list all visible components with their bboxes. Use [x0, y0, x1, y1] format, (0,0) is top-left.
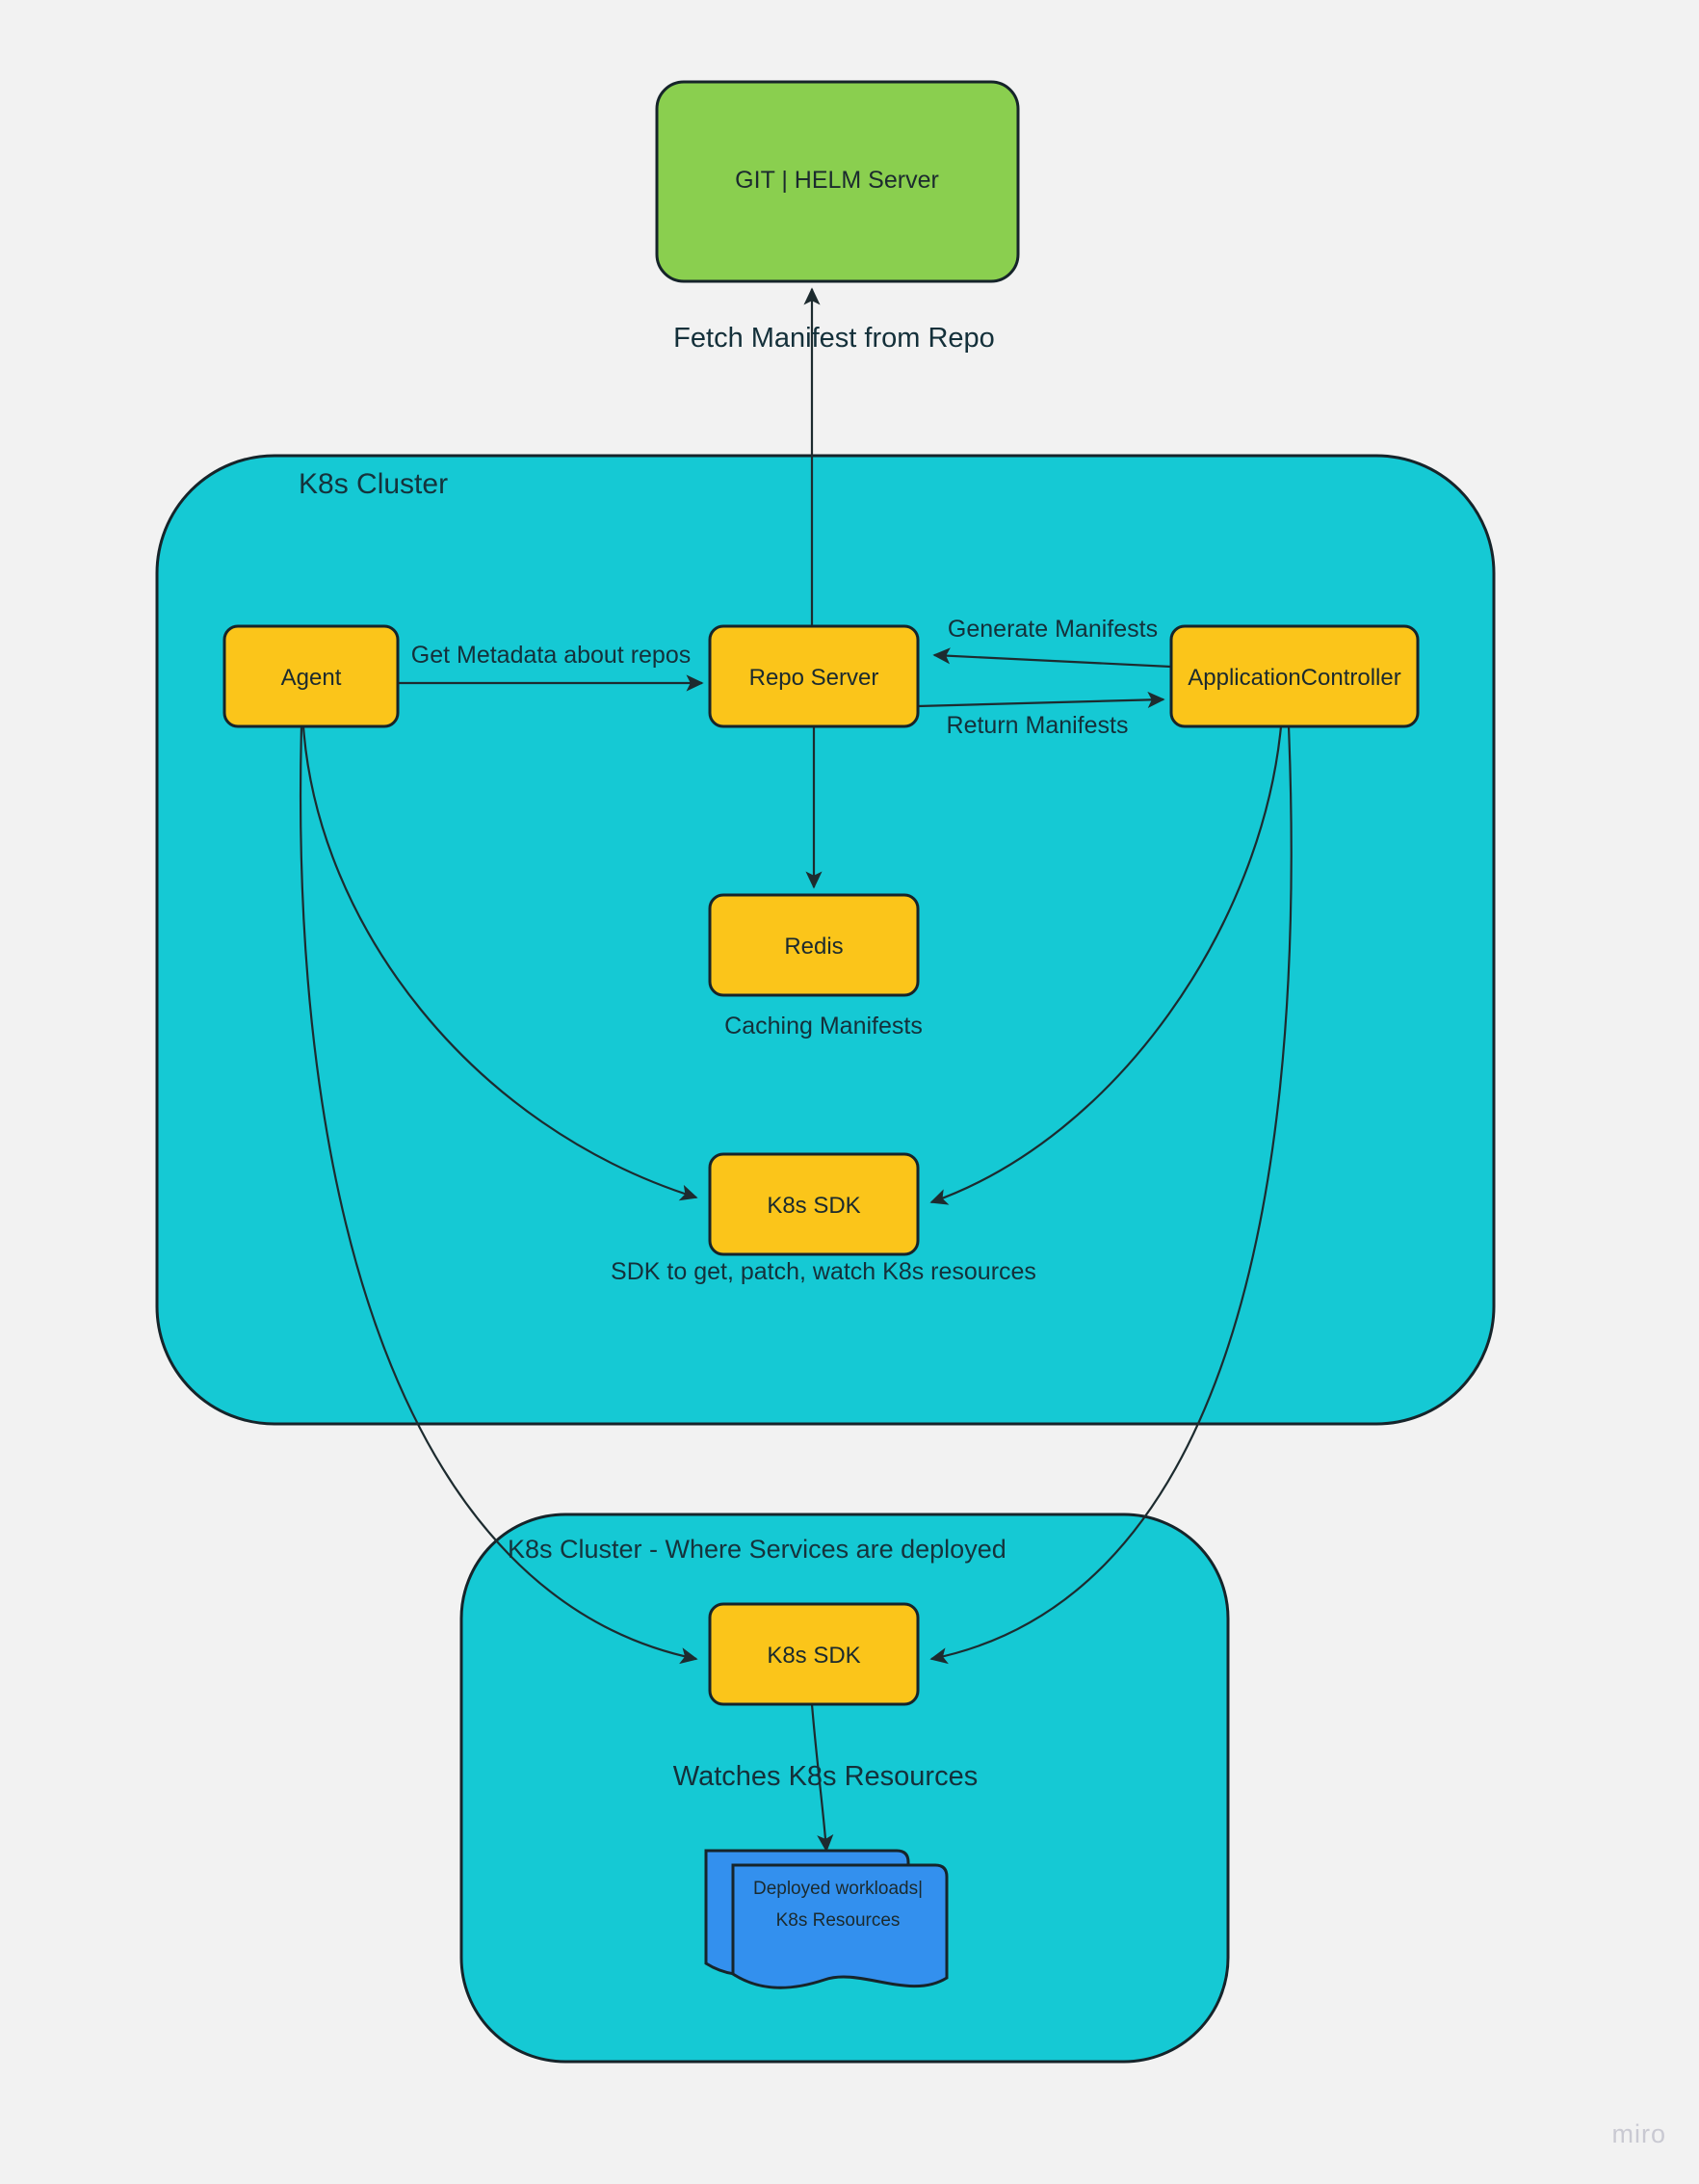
caption-redis: Caching Manifests — [724, 1013, 923, 1039]
edge-agent-to-k8s-sdk-bottom — [299, 725, 698, 1665]
node-k8s-sdk-top[interactable]: K8s SDK — [708, 1152, 920, 1256]
node-repo-server[interactable]: Repo Server — [708, 624, 920, 728]
node-git-helm-server-label: GIT | HELM Server — [735, 167, 939, 194]
node-deployed-workloads-front-sheet — [731, 1863, 949, 1989]
group-k8s-cluster-services-title: K8s Cluster - Where Services are deploye… — [508, 1535, 1006, 1564]
caption-k8s-sdk-top: SDK to get, patch, watch K8s resources — [611, 1258, 1036, 1285]
edge-label-layer: Fetch Manifest from Repo Get Metadata ab… — [411, 323, 1158, 1792]
node-agent[interactable]: Agent — [222, 624, 400, 728]
node-k8s-sdk-top-label: K8s SDK — [767, 1193, 860, 1219]
edge-label-generate-manifests: Generate Manifests — [948, 616, 1158, 643]
node-agent-label: Agent — [281, 665, 342, 691]
edge-agent-to-k8s-sdk-top — [301, 725, 698, 1201]
edge-k8s-sdk-bottom-to-workloads — [810, 1703, 834, 1853]
node-deployed-workloads-label-line2: K8s Resources — [776, 1910, 901, 1931]
node-k8s-sdk-bottom-box — [708, 1602, 920, 1706]
node-redis-label: Redis — [784, 934, 843, 960]
node-git-helm-server-box — [655, 80, 1020, 283]
node-application-controller[interactable]: ApplicationController — [1169, 624, 1420, 728]
node-redis-box — [708, 893, 920, 997]
node-git-helm-server[interactable]: GIT | HELM Server — [655, 80, 1020, 283]
edge-appcontroller-to-k8s-sdk-top — [929, 725, 1283, 1205]
group-k8s-cluster-title: K8s Cluster — [299, 468, 448, 500]
edge-appcontroller-to-repo-server — [932, 647, 1172, 669]
group-k8s-cluster-services[interactable]: K8s Cluster - Where Services are deploye… — [459, 1513, 1230, 2064]
miro-watermark: miro — [1611, 2119, 1666, 2148]
group-k8s-cluster-services-body — [459, 1513, 1230, 2064]
node-deployed-workloads[interactable]: Deployed workloads| K8s Resources — [704, 1849, 949, 1989]
node-k8s-sdk-bottom[interactable]: K8s SDK — [708, 1602, 920, 1706]
node-repo-server-box — [708, 624, 920, 728]
node-agent-box — [222, 624, 400, 728]
node-application-controller-box — [1169, 624, 1420, 728]
edge-label-watches-k8s-resources: Watches K8s Resources — [673, 1761, 978, 1792]
edge-repo-server-to-appcontroller — [917, 691, 1165, 709]
node-application-controller-label: ApplicationController — [1188, 665, 1400, 691]
node-redis[interactable]: Redis — [708, 893, 920, 997]
node-k8s-sdk-top-box — [708, 1152, 920, 1256]
edge-appcontroller-to-k8s-sdk-bottom — [929, 725, 1293, 1665]
edge-label-get-metadata: Get Metadata about repos — [411, 642, 691, 669]
edge-label-return-manifests: Return Manifests — [947, 712, 1129, 739]
node-deployed-workloads-label-line1: Deployed workloads| — [753, 1879, 923, 1899]
node-k8s-sdk-bottom-label: K8s SDK — [767, 1643, 860, 1669]
edge-label-fetch-manifest: Fetch Manifest from Repo — [673, 323, 995, 354]
edge-layer — [299, 287, 1293, 1853]
node-repo-server-label: Repo Server — [749, 665, 879, 691]
